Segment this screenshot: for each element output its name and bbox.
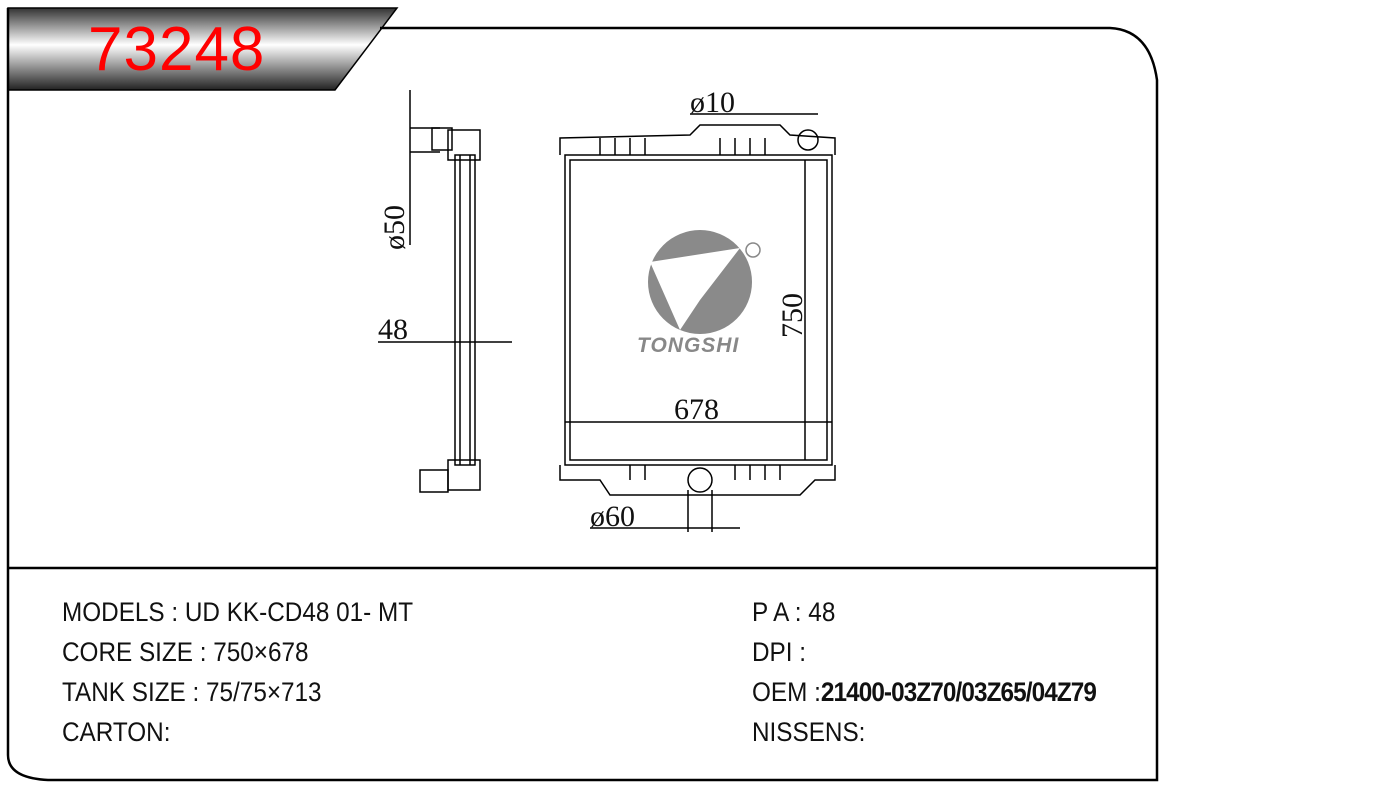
spec-models: MODELS : UD KK-CD48 01- MT	[62, 597, 413, 628]
dim-core-width: 678	[674, 393, 719, 426]
spec-dpi: DPI :	[752, 637, 813, 668]
spec-value: 21400-03Z70/03Z65/04Z79	[820, 677, 1097, 707]
spec-oem: OEM :21400-03Z70/03Z65/04Z79	[752, 677, 1097, 708]
spec-label: TANK SIZE :	[62, 677, 207, 707]
dim-outlet: ø60	[590, 500, 635, 533]
sheet-frame	[6, 8, 1159, 782]
spec-label: CORE SIZE :	[62, 637, 214, 667]
spec-value: 750×678	[213, 637, 309, 667]
spec-carton: CARTON:	[62, 717, 170, 748]
part-number: 73248	[88, 15, 266, 84]
spec-value: UD KK-CD48 01- MT	[184, 597, 414, 627]
spec-pa: P A : 48	[752, 597, 835, 628]
side-view	[378, 90, 512, 493]
front-view	[559, 113, 836, 532]
dim-inlet: ø10	[690, 86, 735, 119]
spec-tank-size: TANK SIZE : 75/75×713	[62, 677, 322, 708]
dim-thickness: 48	[378, 313, 408, 346]
spec-label: DPI :	[752, 637, 813, 667]
spec-label: NISSENS:	[752, 717, 866, 747]
spec-label: MODELS :	[62, 597, 185, 627]
dim-side-pipe: ø50	[378, 205, 411, 250]
spec-label: OEM :	[752, 677, 821, 707]
spec-label: CARTON:	[62, 717, 171, 747]
spec-core-size: CORE SIZE : 750×678	[62, 637, 309, 668]
brand-name: TONGSHI	[637, 334, 740, 357]
spec-value: 75/75×713	[206, 677, 322, 707]
spec-value: 48	[808, 597, 836, 627]
tongshi-logo	[648, 230, 761, 334]
spec-label: P A :	[752, 597, 809, 627]
spec-nissens: NISSENS:	[752, 717, 865, 748]
dim-core-height: 750	[776, 293, 809, 338]
